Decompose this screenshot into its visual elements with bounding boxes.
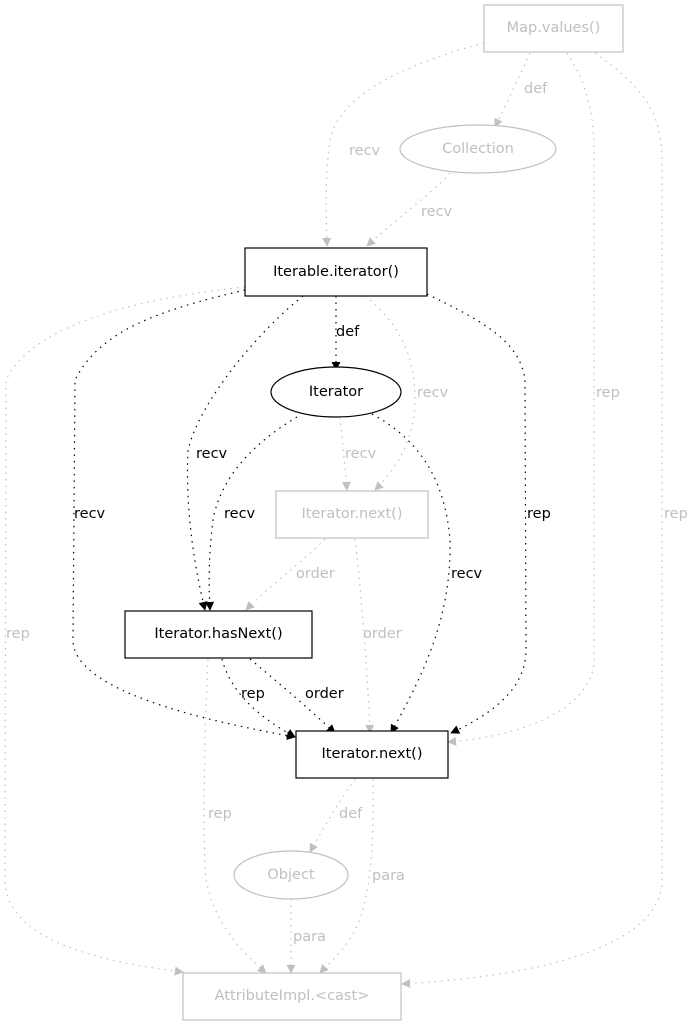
node-label: Iterable.iterator() xyxy=(273,264,399,280)
edge-label: rep xyxy=(6,626,30,642)
node-label: Iterator xyxy=(309,384,363,400)
node-label: AttributeImpl.<cast> xyxy=(215,988,370,1004)
edge-iterable-iterator-to-iterator-next-rep: rep xyxy=(426,293,551,734)
edge-object-to-attributeimpl-cast: para xyxy=(286,899,326,974)
edge-label: def xyxy=(524,81,548,97)
node-iterator-next[interactable]: Iterator.next() xyxy=(295,730,449,779)
edge-label: rep xyxy=(208,806,232,822)
nodes: Map.values() Collection Iterable.iterato… xyxy=(124,4,624,1021)
edge-path xyxy=(494,52,531,128)
edge-map-values-to-attributeimpl-cast: rep xyxy=(401,52,688,989)
edge-label: rep xyxy=(527,506,551,522)
node-iterator[interactable]: Iterator xyxy=(270,366,402,418)
edge-label: rep xyxy=(664,506,688,522)
node-collection[interactable]: Collection xyxy=(399,124,557,174)
edge-iterator-next-to-attributeimpl-cast: para xyxy=(319,778,405,974)
edge-label: recv xyxy=(74,506,106,522)
edge-path xyxy=(72,289,296,741)
edge-path xyxy=(426,293,527,734)
edge-iterable-iterator-to-iterator-next-recv: recv xyxy=(72,289,296,741)
node-label: Iterator.next() xyxy=(322,746,423,762)
edge-iterable-iterator-to-iterator-next-upper: recv xyxy=(364,295,449,491)
edge-iterable-iterator-to-iterator-hasnext: recv xyxy=(186,295,304,611)
edge-iterator-to-iterator-next-recv2: recv xyxy=(371,413,483,734)
edge-label: order xyxy=(363,626,402,642)
edge-label: order xyxy=(296,566,335,582)
edge-label: def xyxy=(339,806,363,822)
edge-path xyxy=(249,658,336,734)
edge-map-values-to-iterator-next: rep xyxy=(447,52,620,746)
edge-label: para xyxy=(293,929,326,945)
node-map-values[interactable]: Map.values() xyxy=(483,4,624,53)
node-label: Map.values() xyxy=(507,20,601,36)
node-iterator-next-upper[interactable]: Iterator.next() xyxy=(275,490,429,539)
node-iterable-iterator[interactable]: Iterable.iterator() xyxy=(244,247,428,297)
edge-path xyxy=(205,416,298,611)
edge-label: recv xyxy=(451,566,483,582)
edge-iterator-hasnext-to-iterator-next-rep: rep xyxy=(221,658,296,738)
node-label: Iterator.hasNext() xyxy=(154,626,282,642)
edge-iterator-next-to-object: def xyxy=(309,778,363,853)
edge-map-values-to-collection: def xyxy=(494,52,548,128)
edges: def recv recv rep rep def recv xyxy=(4,42,688,989)
edge-label: order xyxy=(305,686,344,702)
edge-iterator-to-iterator-next-upper: recv xyxy=(339,416,377,491)
edge-collection-to-iterable-iterator: recv xyxy=(366,172,453,247)
node-label: Object xyxy=(267,867,315,883)
edge-map-values-to-iterable-iterator: recv xyxy=(322,42,485,247)
edge-label: para xyxy=(372,868,405,884)
edge-path xyxy=(371,413,451,734)
edge-label: recv xyxy=(224,506,256,522)
edge-path xyxy=(309,778,356,853)
edge-path xyxy=(364,295,416,491)
edge-label: recv xyxy=(349,143,381,159)
node-attributeimpl-cast[interactable]: AttributeImpl.<cast> xyxy=(182,972,402,1021)
edge-iterator-hasnext-to-iterator-next-order: order xyxy=(249,658,344,734)
node-label: Collection xyxy=(442,141,514,157)
edge-iterable-iterator-to-attributeimpl-cast: rep xyxy=(4,286,246,976)
edge-label: recv xyxy=(417,385,449,401)
edge-label: recv xyxy=(345,446,377,462)
edge-label: def xyxy=(336,324,360,340)
node-label: Iterator.next() xyxy=(302,506,403,522)
edge-iterator-next-upper-to-iterator-hasnext: order xyxy=(245,538,335,611)
edge-iterator-next-upper-to-iterator-next: order xyxy=(354,538,402,734)
edge-path xyxy=(366,172,451,247)
edge-label: recv xyxy=(421,204,453,220)
edge-iterator-hasnext-to-attributeimpl-cast: rep xyxy=(203,658,267,974)
edge-label: rep xyxy=(596,385,620,401)
edge-path xyxy=(319,778,374,974)
edge-label: rep xyxy=(241,686,265,702)
edge-path xyxy=(401,52,663,989)
node-iterator-hasnext[interactable]: Iterator.hasNext() xyxy=(124,610,313,659)
edge-iterable-iterator-to-iterator: def xyxy=(331,296,360,371)
edge-label: recv xyxy=(196,446,228,462)
edge-iterator-to-iterator-hasnext: recv xyxy=(205,416,298,611)
node-object[interactable]: Object xyxy=(233,850,349,900)
edge-path xyxy=(339,416,351,491)
